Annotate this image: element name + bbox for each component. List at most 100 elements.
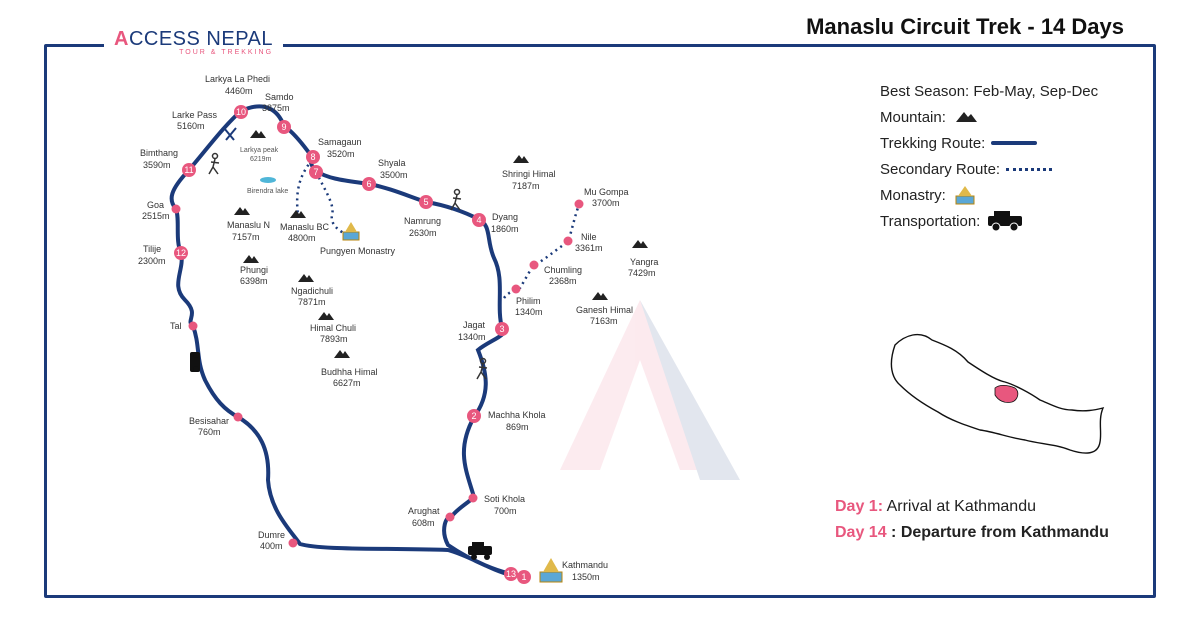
mountain-icon [298, 274, 314, 282]
label-samdo: Samdo [265, 92, 294, 102]
alt-larkya-la-phedi: 4460m [225, 86, 253, 96]
alt-machha-khola: 869m [506, 422, 529, 432]
trekker-icon [476, 357, 488, 380]
place-dots [171, 199, 584, 548]
legend-mountain-label: Mountain: [880, 108, 946, 126]
alt-goa: 2515m [142, 211, 170, 221]
label-larkya-peak: Larkya peak [240, 147, 279, 154]
mountain-icon [318, 312, 334, 320]
stop-marker-11: 11 [182, 163, 196, 177]
label-larkya-la-phedi: Larkya La Phedi [205, 74, 270, 84]
label-pungyen-monastry: Pungyen Monastry [320, 246, 396, 256]
label-bimthang: Bimthang [140, 148, 178, 158]
stop-marker-9: 9 [277, 120, 291, 134]
alt-budhha-himal: 6627m [333, 378, 361, 388]
label-ganesh-himal: Ganesh Himal [576, 305, 633, 315]
watermark [560, 300, 740, 480]
manaslu-region-highlight [994, 384, 1019, 403]
monastery-icon-pungyen [342, 222, 360, 241]
alt-manaslu-n: 7157m [232, 232, 260, 242]
stop-marker-13: 13 [504, 567, 518, 581]
trekker-icon [450, 188, 462, 211]
place-dot [233, 412, 243, 422]
stop-marker-5: 5 [419, 195, 433, 209]
legend-transport-label: Transportation: [880, 212, 981, 230]
label-mu-gompa: Mu Gompa [584, 187, 629, 197]
label-manaslu-bc: Manaslu BC [280, 222, 330, 232]
svg-text:7: 7 [313, 167, 318, 177]
svg-text:5: 5 [423, 197, 428, 207]
legend-monastry: Monastry: [880, 182, 1098, 208]
place-dot [288, 538, 298, 548]
label-philim: Philim [516, 296, 541, 306]
alt-mu-gompa: 3700m [592, 198, 620, 208]
label-besisahar: Besisahar [189, 416, 229, 426]
stop-markers: 1 2 3 4 5 6 7 8 9 10 11 12 13 [174, 105, 531, 584]
label-larke-pass: Larke Pass [172, 110, 218, 120]
stop-marker-10: 10 [234, 105, 248, 119]
alt-dumre: 400m [260, 541, 283, 551]
alt-phungi: 6398m [240, 276, 268, 286]
label-manaslu-n: Manaslu N [227, 220, 270, 230]
mountain-labels: Larkya peak 6219m Shringi Himal 7187m Ma… [227, 147, 658, 388]
alt-tilije: 2300m [138, 256, 166, 266]
label-phungi: Phungi [240, 265, 268, 275]
place-labels: Soti Khola 700m Arughat 608m Dumre 400m … [142, 110, 629, 551]
alt-kathmandu: 1350m [572, 572, 600, 582]
label-dyang: Dyang [492, 212, 518, 222]
dotted-line-icon [1006, 167, 1053, 171]
map-legend: Best Season: Feb-May, Sep-Dec Mountain: … [880, 78, 1098, 234]
secondary-route-pungyen [314, 171, 351, 238]
alt-samagaun: 3520m [327, 149, 355, 159]
jeep-icon [190, 352, 200, 372]
alt-bimthang: 3590m [143, 160, 171, 170]
alt-namrung: 2630m [409, 228, 437, 238]
alt-jagat: 1340m [458, 332, 486, 342]
page-title: Manaslu Circuit Trek - 14 Days [798, 14, 1132, 40]
place-dot [188, 321, 198, 331]
alt-larkya-peak: 6219m [250, 156, 272, 163]
day-14-key: Day 14 [835, 524, 887, 541]
mountain-icon [632, 240, 648, 248]
place-dot [511, 284, 521, 294]
day-14-note: Day 14 : Departure from Kathmandu [835, 524, 1109, 550]
label-namrung: Namrung [404, 216, 441, 226]
mountain-icon [290, 210, 306, 218]
svg-text:11: 11 [184, 165, 193, 175]
svg-text:2: 2 [471, 411, 476, 421]
stop-marker-7: 7 [309, 165, 323, 179]
stop-marker-6: 6 [362, 177, 376, 191]
place-dot [445, 512, 455, 522]
legend-secondary-route: Secondary Route: [880, 156, 1098, 182]
mountain-icons [234, 130, 648, 358]
svg-text:1: 1 [521, 572, 526, 582]
day-14-text: : Departure from Kathmandu [886, 524, 1109, 541]
label-arughat: Arughat [408, 506, 440, 516]
alt-besisahar: 760m [198, 427, 221, 437]
label-tilije: Tilije [143, 244, 161, 254]
svg-text:13: 13 [506, 569, 516, 579]
label-samagaun: Samagaun [318, 137, 362, 147]
mountain-icon [334, 350, 350, 358]
label-shyala: Shyala [378, 158, 406, 168]
place-dot [563, 236, 573, 246]
place-dot [529, 260, 539, 270]
mountain-icon [234, 207, 250, 215]
label-soti-khola: Soti Khola [484, 494, 525, 504]
day-1-key: Day 1: [835, 498, 884, 515]
label-birendra-lake: Birendra lake [247, 188, 288, 195]
monastery-icon-kathmandu [539, 558, 563, 583]
label-dumre: Dumre [258, 530, 285, 540]
place-dot [171, 204, 181, 214]
mountain-icon [250, 130, 266, 138]
alt-ngadichuli: 7871m [298, 297, 326, 307]
logo-letter: A [114, 28, 129, 50]
company-logo: ACCESS NEPAL TOUR & TREKKING [104, 26, 284, 58]
legend-mountain: Mountain: [880, 104, 1098, 130]
lake-icon [260, 177, 276, 183]
alt-nile: 3361m [575, 243, 603, 253]
alt-dyang: 1860m [491, 224, 519, 234]
legend-trekking-label: Trekking Route: [880, 134, 986, 152]
alt-shyala: 3500m [380, 170, 408, 180]
